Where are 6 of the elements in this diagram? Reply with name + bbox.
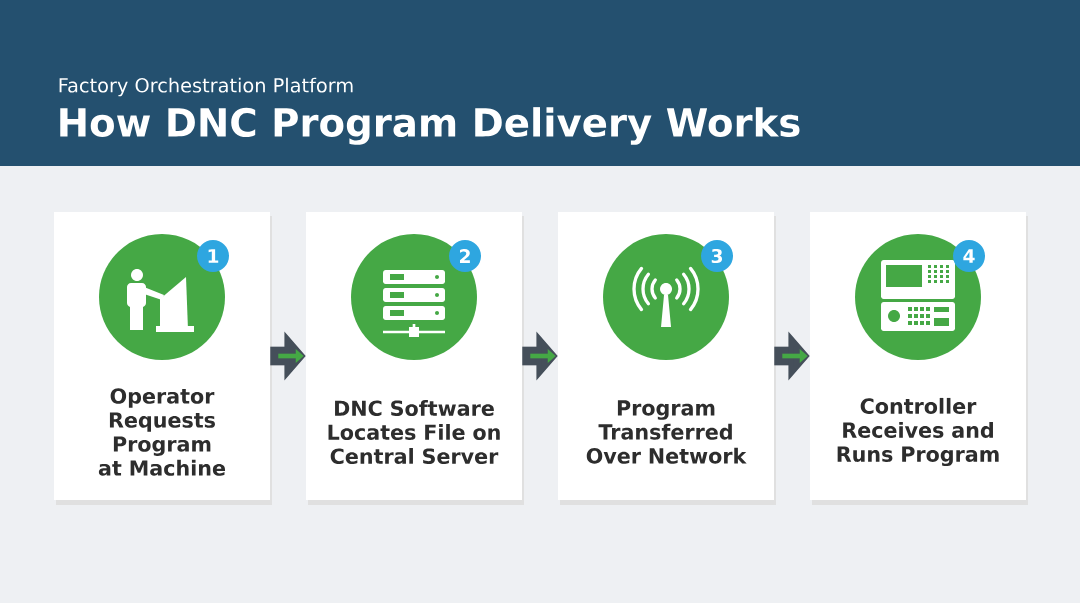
number-badge: 2 (449, 240, 481, 272)
number-badge: 4 (953, 240, 985, 272)
label: Factory Orchestration Platform (59, 77, 353, 97)
number-badge: 1 (197, 240, 229, 272)
diagram-title: How DNC Program Delivery Works (60, 107, 800, 145)
number-badge: 3 (701, 240, 733, 272)
